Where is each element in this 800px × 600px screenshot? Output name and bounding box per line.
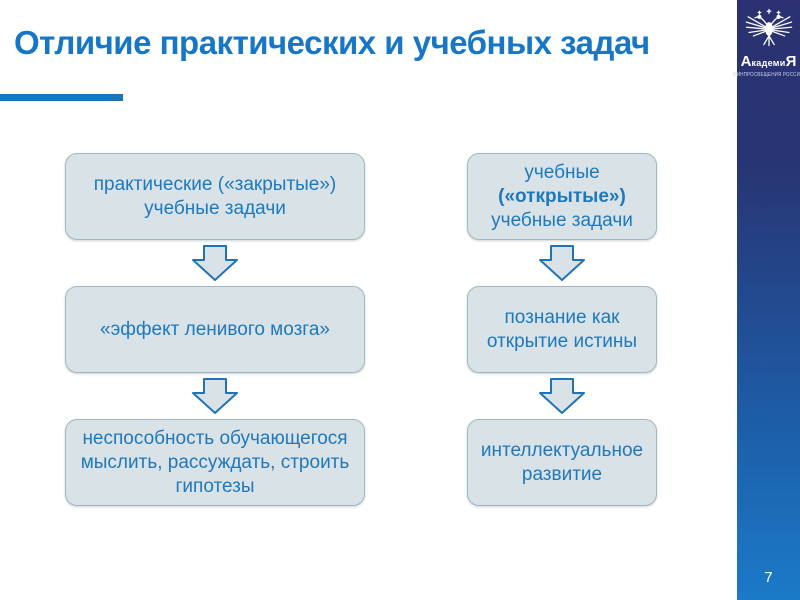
flow-box-intellectual-development: интеллектуальное развитие [467,419,657,506]
page-number: 7 [764,569,773,586]
down-arrow [539,373,585,419]
flow-box-practical-tasks: практические («закрытые») учебные задачи [65,153,365,240]
logo-letter-last: Я [785,53,797,70]
flow-box-cognition-as-discovery: познание как открытие истины [467,286,657,373]
box-line: интеллектуальное [480,439,644,461]
logo-letters-mid: кадеми [751,58,786,68]
down-arrow-icon [192,245,238,281]
box-line: неспособность обучающегося [82,427,348,449]
right-column: учебные («открытые») учебные задачи позн… [467,153,657,506]
box-line: учебные задачи [491,209,633,231]
down-arrow-icon [192,378,238,414]
box-line: учебные задачи [144,197,286,219]
down-arrow [539,240,585,286]
flow-box-lazy-brain-effect: «эффект ленивого мозга» [65,286,365,373]
flow-box-open-learning-tasks: учебные («открытые») учебные задачи [467,153,657,240]
box-line: развитие [521,463,603,485]
page-title: Отличие практических и учебных задач [14,24,650,61]
box-line-bold: («открытые») [498,185,626,207]
box-line: «эффект ленивого мозга» [100,318,330,340]
logo-ministry-text: МИНПРОСВЕЩЕНИЯ РОССИИ [733,72,800,78]
box-line: учебные [524,161,600,183]
down-arrow [192,240,238,286]
double-headed-eagle-icon [745,8,792,47]
down-arrow [192,373,238,419]
down-arrow-icon [539,245,585,281]
box-line: практические («закрытые») [93,173,337,195]
box-line: гипотезы [175,475,255,497]
box-line: мыслить, рассуждать, строить [80,451,350,473]
box-line: открытие истины [486,330,638,352]
box-line: познание как [504,306,620,328]
logo-letter-first: А [740,53,752,70]
left-column: практические («закрытые») учебные задачи… [65,153,365,506]
down-arrow-icon [539,378,585,414]
flow-box-inability-to-think: неспособность обучающегося мыслить, расс… [65,419,365,506]
title-accent-bar [0,94,123,101]
